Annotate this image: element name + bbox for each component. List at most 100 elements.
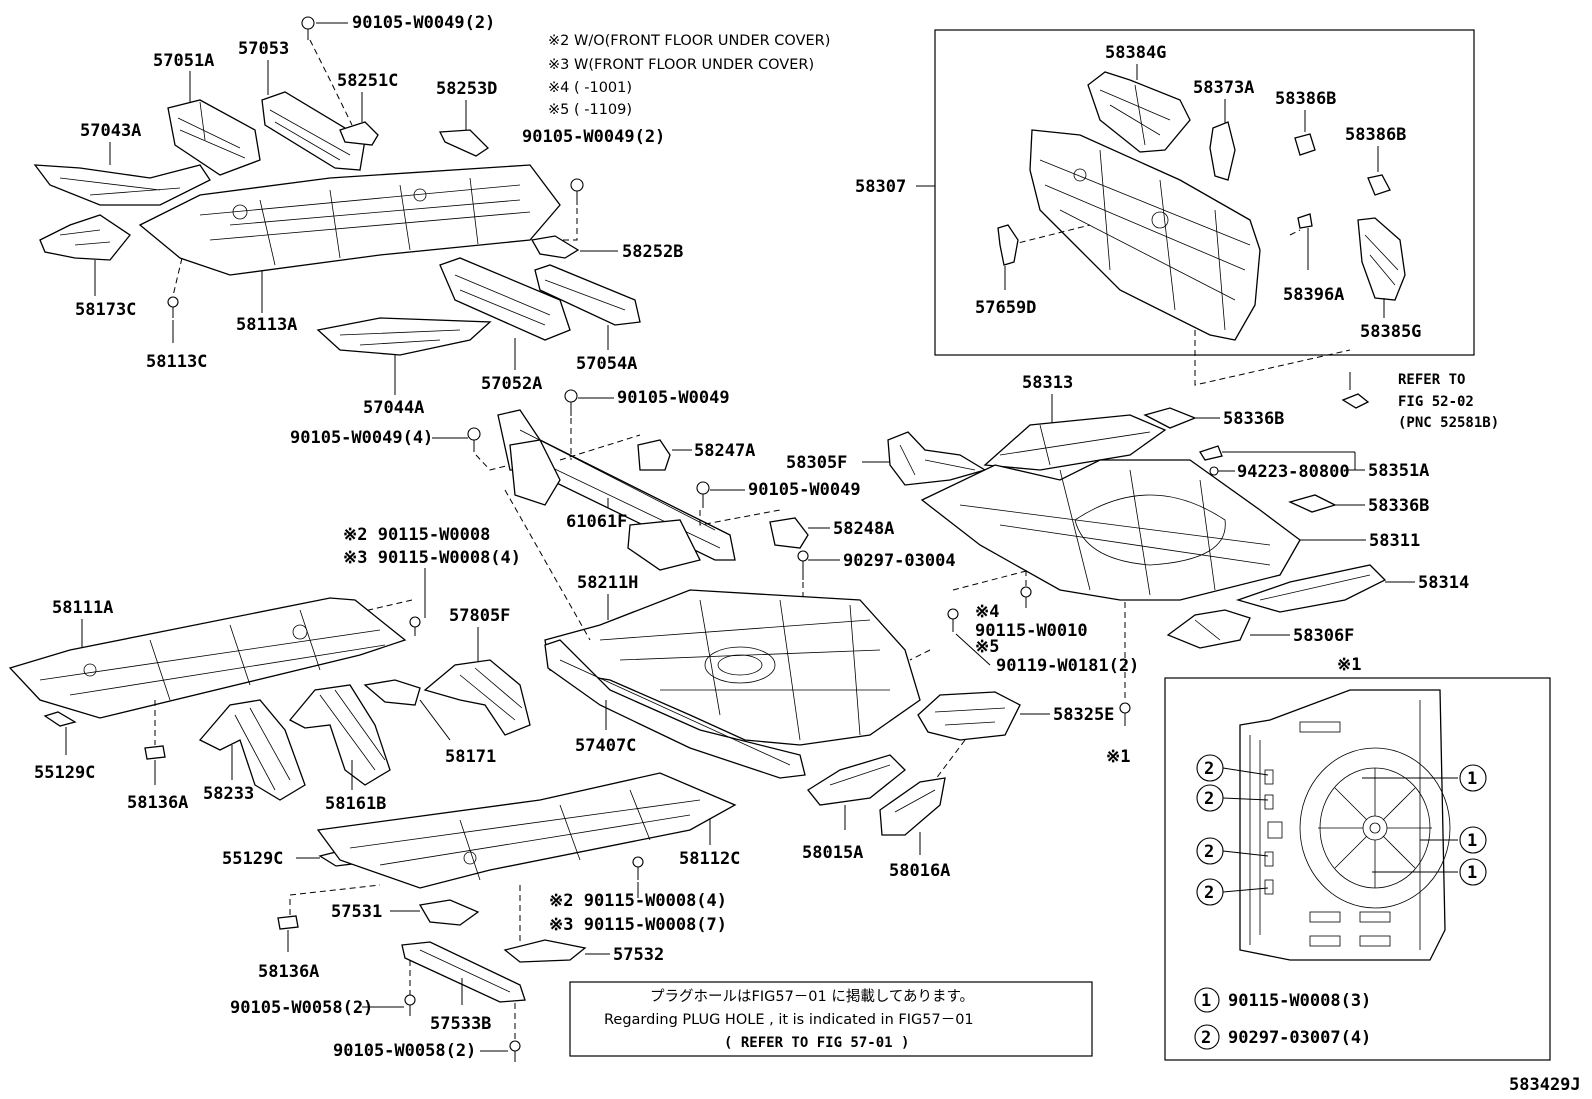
bracket-58336B-shape: [1143, 407, 1197, 429]
member-57043A-shape: [33, 164, 211, 206]
part-label: ※1: [1106, 747, 1130, 767]
part-label: 58305F: [786, 453, 847, 473]
part-label: 90105-W0049: [617, 388, 730, 408]
part-label: 57054A: [576, 354, 637, 374]
part-label: 58384G: [1105, 43, 1166, 63]
part-label: 58173C: [75, 300, 136, 320]
part-label: 58252B: [622, 242, 683, 262]
member-58173C-shape: [39, 214, 131, 261]
member-58161B-shape: [288, 684, 391, 786]
figure-code: 583429J: [1509, 1075, 1581, 1095]
callout-2: 2: [1196, 754, 1269, 782]
member-57805F-shape: [423, 659, 531, 736]
rear-floor-group: 58211H 57407C: [504, 489, 931, 779]
svg-text:1: 1: [1467, 831, 1477, 851]
part-label: 58351A: [1368, 461, 1429, 481]
part-label: 61061F: [566, 512, 627, 532]
part-label: 90105-W0049(2): [522, 127, 665, 147]
part-label: 58306F: [1293, 626, 1354, 646]
member-57044A-shape: [316, 317, 492, 356]
bracket-58351A-shape: [1199, 445, 1223, 461]
rear-panel-group: 58384G 58373A 58386B 58386B 58307 57659D…: [855, 43, 1421, 386]
bolt-icon: [632, 856, 644, 880]
part-label: 57533B: [430, 1014, 491, 1034]
rail-57053-shape: [261, 91, 366, 171]
cover-58015A-shape: [807, 754, 906, 806]
part-label: ※2 90115-W0008: [343, 525, 490, 545]
part-label: 58325E: [1053, 705, 1114, 725]
part-label: 58111A: [52, 598, 113, 618]
bracket-58251C-shape: [339, 121, 379, 146]
plug-note-ja: プラグホールはFIG57－01 に掲載してあります。: [650, 988, 974, 1005]
refer-note: REFER TO FIG 52-02 (PNC 52581B): [1341, 372, 1499, 431]
part-label: 57053: [238, 39, 289, 59]
part-label: 58211H: [577, 573, 638, 593]
svg-text:90297-03007(4): 90297-03007(4): [1228, 1028, 1371, 1048]
rail-57051A-shape: [167, 99, 261, 176]
svg-text:2: 2: [1204, 842, 1214, 862]
legend-1: 1 90115-W0008(3): [1194, 987, 1371, 1013]
part-label: 57407C: [575, 736, 636, 756]
bracket-57531-shape: [418, 899, 480, 926]
part-label: 90105-W0058(2): [333, 1041, 476, 1061]
svg-text:90115-W0008(3): 90115-W0008(3): [1228, 991, 1371, 1011]
part-label: 58136A: [127, 793, 188, 813]
part-label: 55129C: [34, 763, 95, 783]
rear-panel-box: [934, 29, 1475, 356]
part-label: ※5: [975, 637, 999, 657]
bolt-icon: [564, 389, 578, 416]
member-57054A-shape: [534, 264, 641, 326]
bolt-icon: [947, 608, 959, 632]
note-5: ※5 ( -1109): [548, 102, 632, 118]
bracket-58373A-shape: [1209, 121, 1236, 181]
bolt-icon: [409, 616, 421, 636]
part-label: 58336B: [1368, 496, 1429, 516]
bolt-icon: [404, 994, 416, 1016]
part-label: 58396A: [1283, 285, 1344, 305]
part-label: 57531: [331, 902, 382, 922]
bracket-58396A-shape: [1297, 213, 1313, 229]
svg-text:2: 2: [1204, 789, 1214, 809]
panel-58313-shape: [983, 414, 1167, 471]
bolt-icon: [797, 550, 809, 580]
part-label: 90119-W0181(2): [996, 656, 1139, 676]
inset-panel: ※1 1 1: [1164, 655, 1551, 1061]
plug-note-en: Regarding PLUG HOLE , it is indicated in…: [604, 1012, 974, 1028]
part-label: 58385G: [1360, 322, 1421, 342]
bracket-58336B-shape: [1288, 494, 1337, 513]
svg-text:2: 2: [1204, 883, 1214, 903]
bracket-57532-shape: [503, 939, 587, 963]
refer-line-1: REFER TO: [1398, 372, 1465, 388]
refer-line-2: FIG 52-02: [1398, 394, 1474, 410]
note-4: ※4 ( -1001): [548, 80, 632, 96]
part-label: 58386B: [1345, 125, 1406, 145]
pad-58136A-shape: [277, 915, 299, 930]
callout-1: 1: [1420, 826, 1487, 854]
part-label: 57805F: [449, 606, 510, 626]
bolt-icon: [1209, 466, 1219, 476]
part-label: 58016A: [889, 861, 950, 881]
part-label: 90297-03004: [843, 551, 956, 571]
part-label: 58311: [1369, 531, 1420, 551]
bracket-58248A-shape: [769, 517, 809, 549]
bolt-icon: [167, 296, 179, 318]
part-label: 90105-W0049: [748, 480, 861, 500]
part-label: 58113A: [236, 315, 297, 335]
part-label: 57044A: [363, 398, 424, 418]
panel-58385G-shape: [1357, 217, 1406, 301]
part-label: 57659D: [975, 298, 1036, 318]
clip-55129C-shape: [43, 711, 77, 727]
bracket-58247A-shape: [637, 439, 671, 471]
svg-text:1: 1: [1201, 991, 1211, 1011]
callout-1: 1: [1372, 858, 1487, 886]
inset-box: [1164, 677, 1551, 1061]
part-label: 58015A: [802, 843, 863, 863]
cover-58016A-shape: [879, 777, 946, 836]
inset-title: ※1: [1337, 655, 1361, 675]
part-label: 57532: [613, 945, 664, 965]
cover-58325E-shape: [917, 691, 1021, 741]
part-label: 58171: [445, 747, 496, 767]
bracket-58253D-shape: [438, 129, 490, 157]
part-label: 58336B: [1223, 409, 1284, 429]
